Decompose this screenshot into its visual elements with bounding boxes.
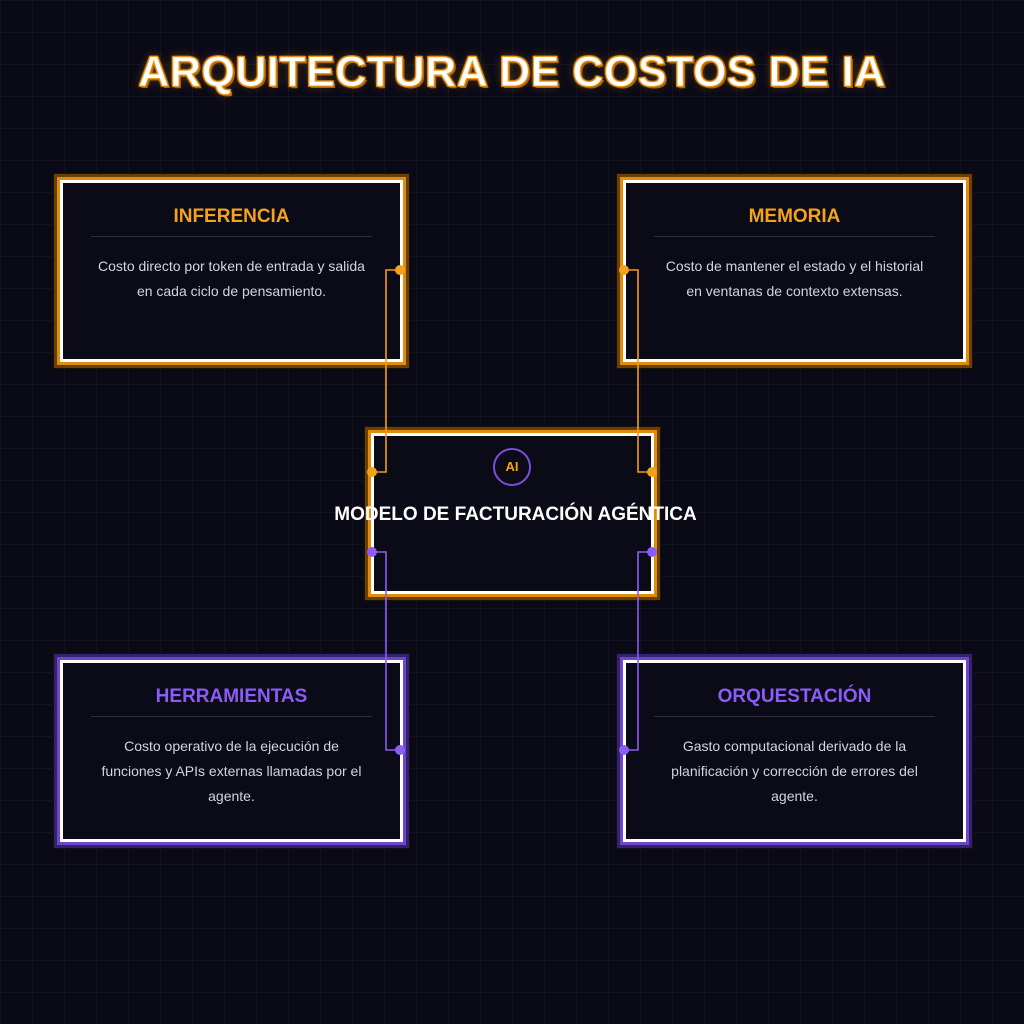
card-herramientas-line-2: funciones y APIs externas llamadas por e…	[101, 763, 362, 779]
center-node: AI MODELO DE FACTURACIÓN AGÉNTICA	[334, 433, 697, 594]
card-herramientas-title: HERRAMIENTAS	[91, 686, 372, 717]
card-memoria-line-2: en ventanas de contexto extensas.	[686, 283, 903, 299]
center-node-label: MODELO DE FACTURACIÓN AGÉNTICA	[334, 504, 697, 525]
card-herramientas: HERRAMIENTAS Costo operativo de la ejecu…	[60, 660, 403, 842]
card-memoria-line-1: Costo de mantener el estado y el histori…	[665, 258, 924, 274]
card-memoria: MEMORIA Costo de mantener el estado y el…	[623, 180, 966, 362]
card-orquestacion: ORQUESTACIÓN Gasto computacional derivad…	[623, 660, 966, 842]
card-orquestacion-line-1: Gasto computacional derivado de la	[682, 738, 907, 754]
card-orquestacion-description: Gasto computacional derivado de la plani…	[650, 734, 939, 809]
card-inferencia-line-2: en cada ciclo de pensamiento.	[136, 283, 327, 299]
card-orquestacion-line-2: planificación y corrección de errores de…	[671, 763, 918, 779]
card-herramientas-line-3: agente.	[208, 788, 255, 804]
card-orquestacion-line-3: agente.	[771, 788, 818, 804]
card-herramientas-description: Costo operativo de la ejecución de funci…	[87, 734, 376, 809]
card-orquestacion-title: ORQUESTACIÓN	[654, 686, 935, 717]
card-inferencia: INFERENCIA Costo directo por token de en…	[60, 180, 403, 362]
card-memoria-title: MEMORIA	[654, 206, 935, 237]
card-memoria-description: Costo de mantener el estado y el histori…	[650, 254, 939, 304]
diagram-title: ARQUITECTURA DE COSTOS DE IA	[138, 48, 886, 97]
ai-badge-icon: AI	[493, 448, 531, 486]
card-herramientas-line-1: Costo operativo de la ejecución de	[124, 738, 339, 754]
card-inferencia-description: Costo directo por token de entrada y sal…	[87, 254, 376, 304]
card-inferencia-title: INFERENCIA	[91, 206, 372, 237]
card-inferencia-line-1: Costo directo por token de entrada y sal…	[98, 258, 365, 274]
